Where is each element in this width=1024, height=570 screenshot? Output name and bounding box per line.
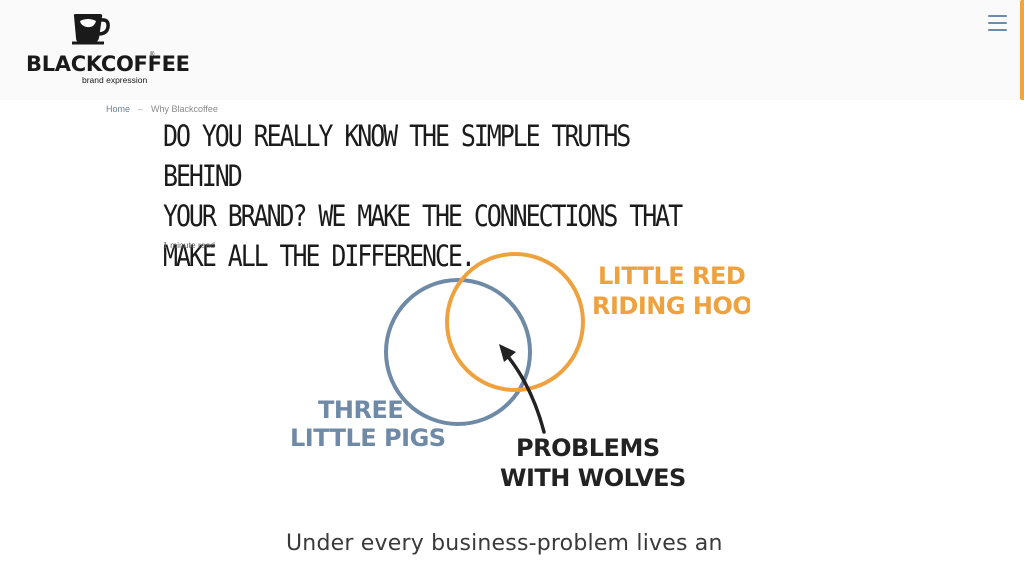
hamburger-icon-bar-bottom: [988, 29, 1007, 31]
site-header: BLACKCOFFEE ® brand expression: [0, 0, 1024, 100]
venn-label-center-2: WITH WOLVES: [500, 464, 686, 492]
read-time: 1 minute read: [163, 240, 215, 250]
breadcrumb: Home–Why Blackcoffee: [106, 104, 218, 114]
coffee-cup-icon: [72, 14, 110, 45]
menu-button[interactable]: [986, 12, 1010, 34]
arrow-icon: [504, 352, 546, 434]
arrowhead-icon: [499, 344, 516, 362]
breadcrumb-separator: –: [138, 104, 144, 114]
venn-label-right-1: LITTLE RED: [598, 262, 745, 290]
venn-label-right-2: RIDING HOOD: [592, 292, 750, 320]
hamburger-icon-bar-middle: [988, 22, 1007, 24]
venn-circle-left: [384, 278, 532, 426]
body-paragraph: Under every business-problem lives an: [286, 531, 723, 556]
venn-label-left-2: LITTLE PIGS: [290, 424, 446, 452]
venn-label-center-1: PROBLEMS: [516, 434, 660, 462]
page-title: DO YOU REALLY KNOW THE SIMPLE TRUTHS BEH…: [163, 116, 713, 276]
hamburger-icon-bar-top: [988, 15, 1007, 17]
logo-tagline: brand expression: [82, 75, 148, 85]
breadcrumb-current: Why Blackcoffee: [151, 104, 218, 114]
headline-line-1: DO YOU REALLY KNOW THE SIMPLE TRUTHS BEH…: [163, 119, 631, 193]
headline-line-3: MAKE ALL THE DIFFERENCE.: [163, 239, 476, 273]
blackcoffee-logo[interactable]: BLACKCOFFEE ® brand expression: [26, 12, 190, 88]
venn-circle-right: [445, 252, 585, 392]
logo-registered-mark: ®: [150, 52, 155, 58]
scroll-indicator[interactable]: [1020, 0, 1024, 100]
venn-label-left-1: THREE: [318, 396, 403, 424]
headline-line-2: YOUR BRAND? WE MAKE THE CONNECTIONS THAT: [163, 199, 683, 233]
breadcrumb-home-link[interactable]: Home: [106, 104, 131, 114]
logo-wordmark: BLACKCOFFEE: [26, 52, 190, 76]
venn-diagram: LITTLE RED RIDING HOOD THREE LITTLE PIGS…: [290, 252, 750, 492]
